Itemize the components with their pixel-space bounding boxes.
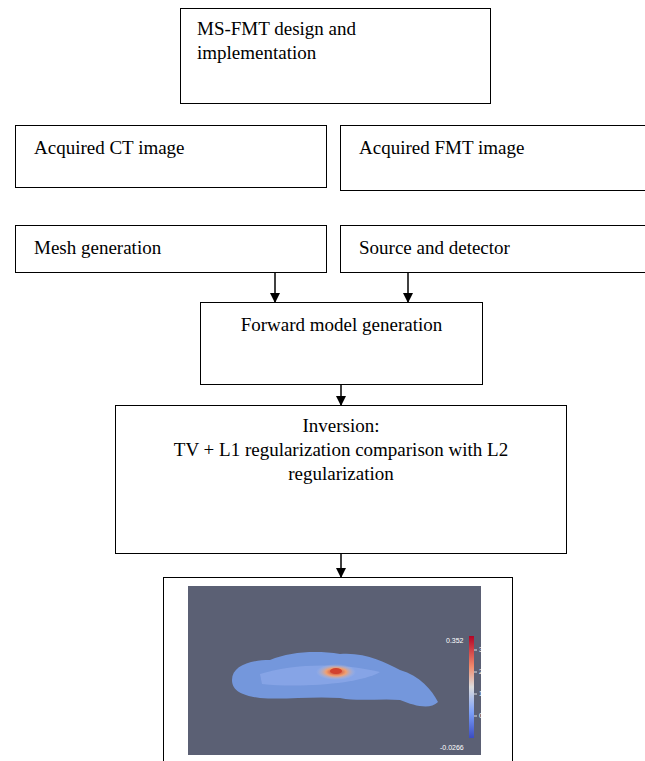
flow-arrow [274,273,276,302]
box-text: Mesh generation [34,236,318,260]
process-box: Source and detector [340,225,645,273]
flow-arrow [407,273,409,302]
flow-arrow [340,385,342,405]
process-box: MS-FMT design and implementation [180,8,491,104]
box-text: Acquired CT image [34,136,318,160]
process-box: Mesh generation [15,225,327,273]
box-text: Forward model generation [211,313,472,337]
process-box: Acquired CT image [15,125,327,188]
colorbar-tick: 3 [479,646,483,653]
result-image-box: 0.352 -0.0266 [163,577,513,761]
colorbar-tick: 2 [479,668,483,675]
box-text: MS-FMT design and implementation [197,17,478,65]
process-box: Inversion:TV + L1 regularization compari… [115,405,567,554]
colorbar-value: 0.352 [446,637,464,644]
process-box: Acquired FMT image [340,125,645,191]
colorbar-value: -0.0266 [440,744,464,751]
flow-arrow [340,554,342,577]
box-heading: Inversion: [146,414,536,438]
colorbar-tick: 0 [479,712,483,719]
box-text: TV + L1 regularization comparison with L… [146,438,536,486]
box-text: Source and detector [359,236,645,260]
colorbar-tick: 1 [479,690,483,697]
process-box: Forward model generation [200,302,483,385]
box-text: Acquired FMT image [359,136,645,160]
